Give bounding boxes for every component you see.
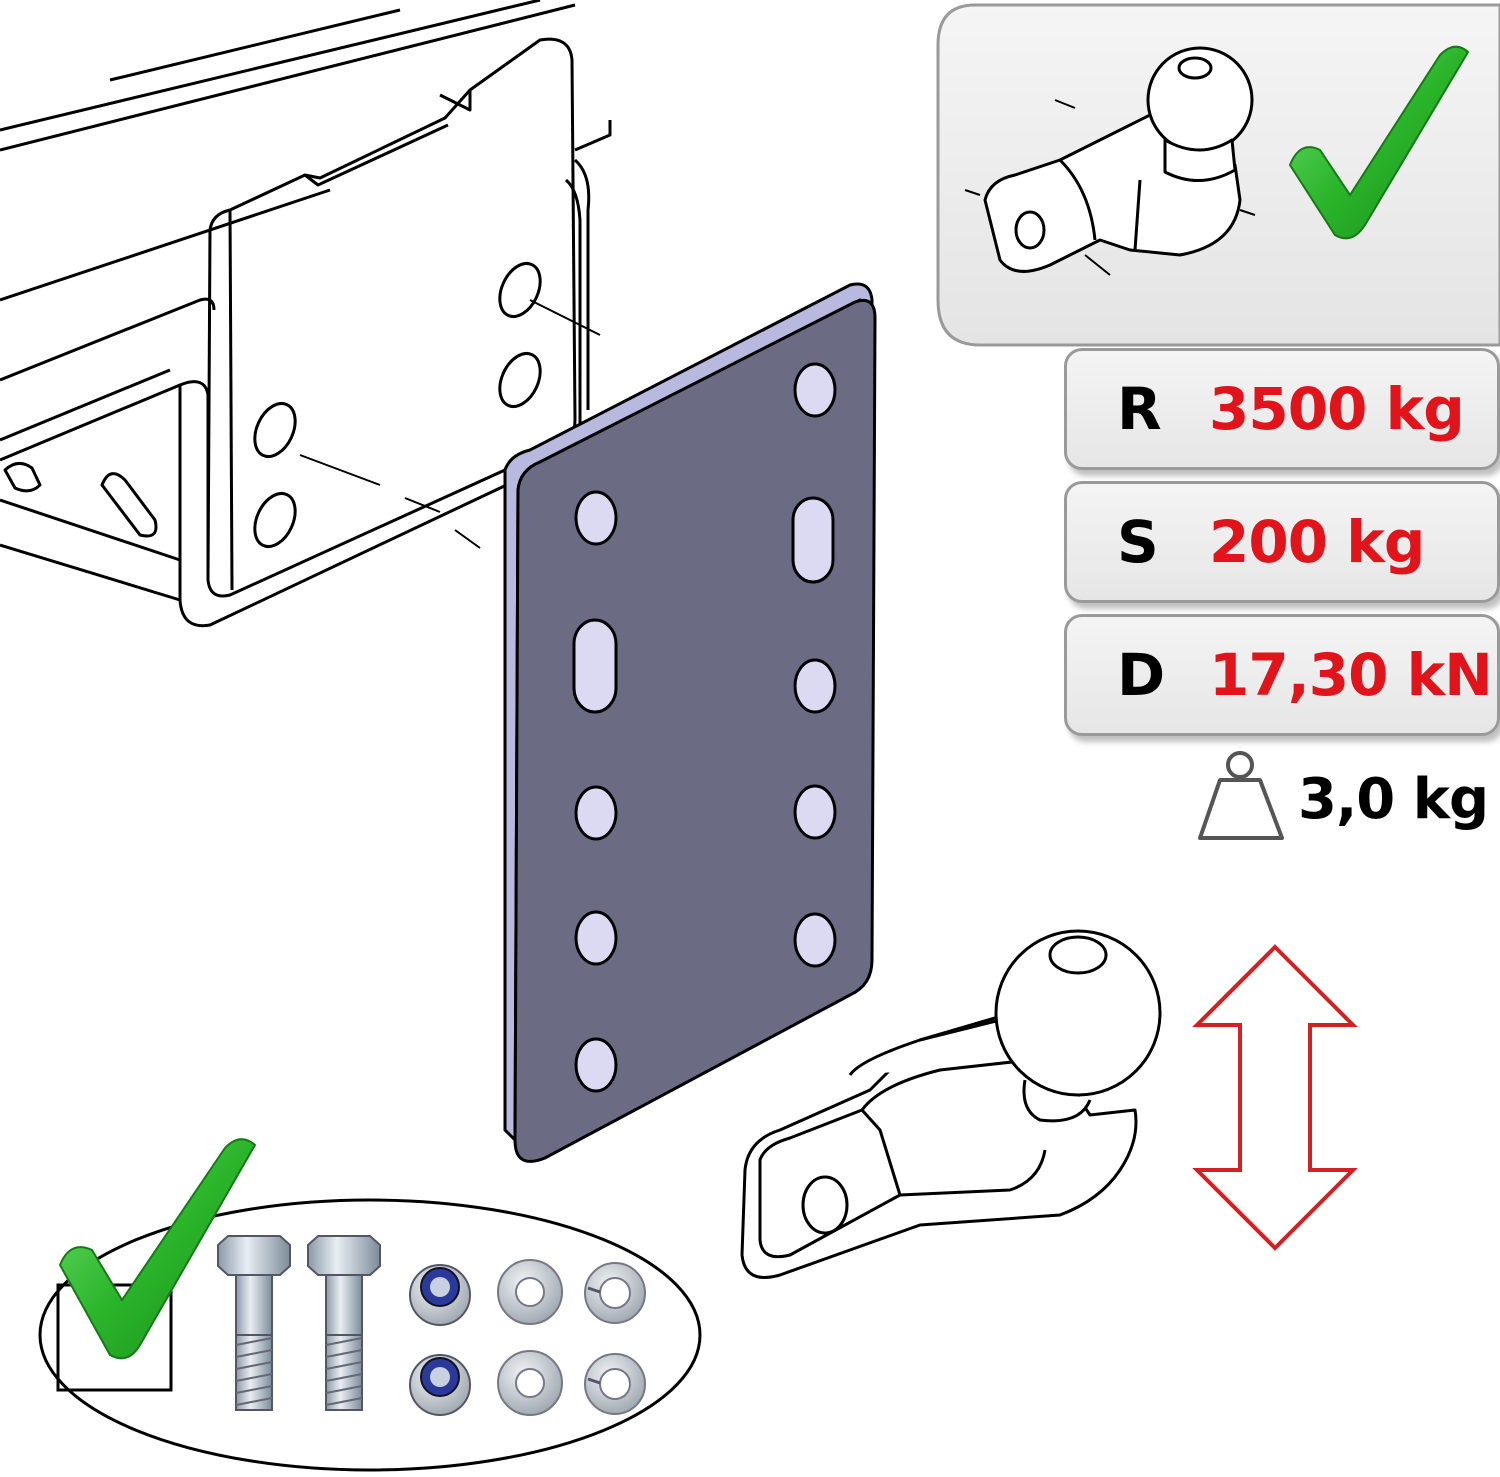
checkmark-icon xyxy=(58,1138,257,1360)
spec-value: 3500 kg xyxy=(1209,375,1465,443)
spec-letter: S xyxy=(1117,508,1159,576)
spec-value: 200 kg xyxy=(1209,508,1425,576)
bolt-icon xyxy=(307,1235,381,1411)
spec-letter: D xyxy=(1117,641,1166,709)
checkmark-icon xyxy=(1288,45,1470,240)
approval-box xyxy=(936,3,1500,347)
spec-row-s: S 200 kg xyxy=(1064,481,1500,603)
tow-ball-drawing xyxy=(740,929,1162,1279)
bolt-icon xyxy=(217,1235,291,1411)
spec-row-r: R 3500 kg xyxy=(1064,348,1500,470)
spec-letter: R xyxy=(1117,375,1162,443)
spec-row-d: D 17,30 kN xyxy=(1064,614,1500,736)
weight-icon xyxy=(1198,751,1284,840)
washer-icon xyxy=(497,1259,563,1325)
spring-washer-icon xyxy=(584,1353,646,1415)
hardware-kit xyxy=(38,1138,702,1472)
spring-washer-icon xyxy=(584,1262,646,1324)
washer-icon xyxy=(497,1350,563,1416)
double-arrow-icon xyxy=(1192,944,1358,1251)
mounting-plate xyxy=(503,282,877,1163)
tow-ball-icon xyxy=(964,46,1256,276)
weight-value: 3,0 kg xyxy=(1298,767,1489,832)
lock-nut-icon xyxy=(409,1354,471,1416)
spec-value: 17,30 kN xyxy=(1209,641,1493,709)
vehicle-frame-drawing xyxy=(0,0,612,628)
lock-nut-icon xyxy=(409,1264,471,1326)
